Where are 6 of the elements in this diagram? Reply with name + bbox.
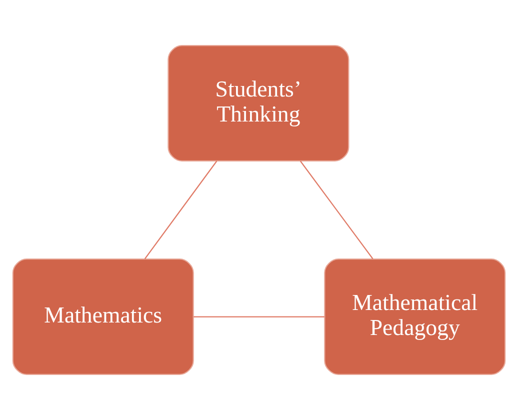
connector: [194, 316, 325, 318]
connector: [300, 160, 374, 260]
node-box: Mathematics: [12, 258, 194, 375]
node-box: Students’ Thinking: [168, 45, 350, 162]
node-box: Mathematical Pedagogy: [324, 258, 506, 375]
connector: [144, 160, 218, 260]
